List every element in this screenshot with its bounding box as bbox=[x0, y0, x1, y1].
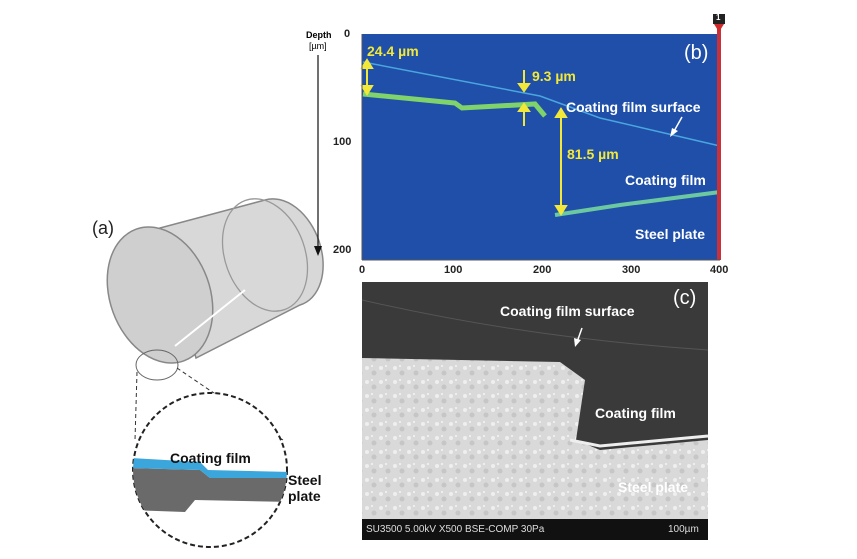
panel-a-label: (a) bbox=[92, 218, 114, 238]
measurement-24-4: 24.4 µm bbox=[367, 43, 419, 59]
oct-surface-label: Coating film surface bbox=[566, 99, 701, 115]
oct-film-label: Coating film bbox=[625, 172, 706, 188]
measurement-9-3: 9.3 µm bbox=[532, 68, 576, 84]
sem-steel-label: Steel plate bbox=[618, 479, 689, 495]
steel-label-1: Steel bbox=[288, 472, 322, 488]
oct-image bbox=[314, 14, 725, 261]
panel-b-label: (b) bbox=[684, 42, 709, 64]
coating-film-label: Coating film bbox=[170, 450, 251, 466]
slice-marker[interactable]: 1 bbox=[716, 13, 721, 22]
steel-label-2: plate bbox=[288, 488, 321, 504]
sem-image bbox=[361, 282, 709, 540]
sem-scale-bar: 100µm bbox=[668, 524, 699, 535]
depth-label: Depth bbox=[306, 30, 332, 40]
x-tick: 0 bbox=[359, 264, 366, 276]
x-tick: 100 bbox=[444, 264, 463, 276]
sem-info-bar: SU3500 5.00kV X500 BSE-COMP 30Pa bbox=[366, 524, 545, 535]
depth-unit: [µm] bbox=[309, 41, 327, 51]
x-tick: 400 bbox=[710, 264, 729, 276]
oct-steel-label: Steel plate bbox=[635, 226, 706, 242]
x-tick: 200 bbox=[533, 264, 552, 276]
sem-film-label: Coating film bbox=[595, 405, 676, 421]
measurement-81-5: 81.5 µm bbox=[567, 146, 619, 162]
x-tick: 300 bbox=[622, 264, 641, 276]
sem-surface-label: Coating film surface bbox=[500, 303, 635, 319]
y-tick: 0 bbox=[344, 28, 351, 40]
magnified-cross-section bbox=[132, 392, 288, 548]
y-tick: 200 bbox=[333, 244, 352, 256]
panel-c-label: (c) bbox=[673, 287, 697, 309]
y-tick: 100 bbox=[333, 136, 352, 148]
cylinder-illustration bbox=[106, 198, 324, 441]
